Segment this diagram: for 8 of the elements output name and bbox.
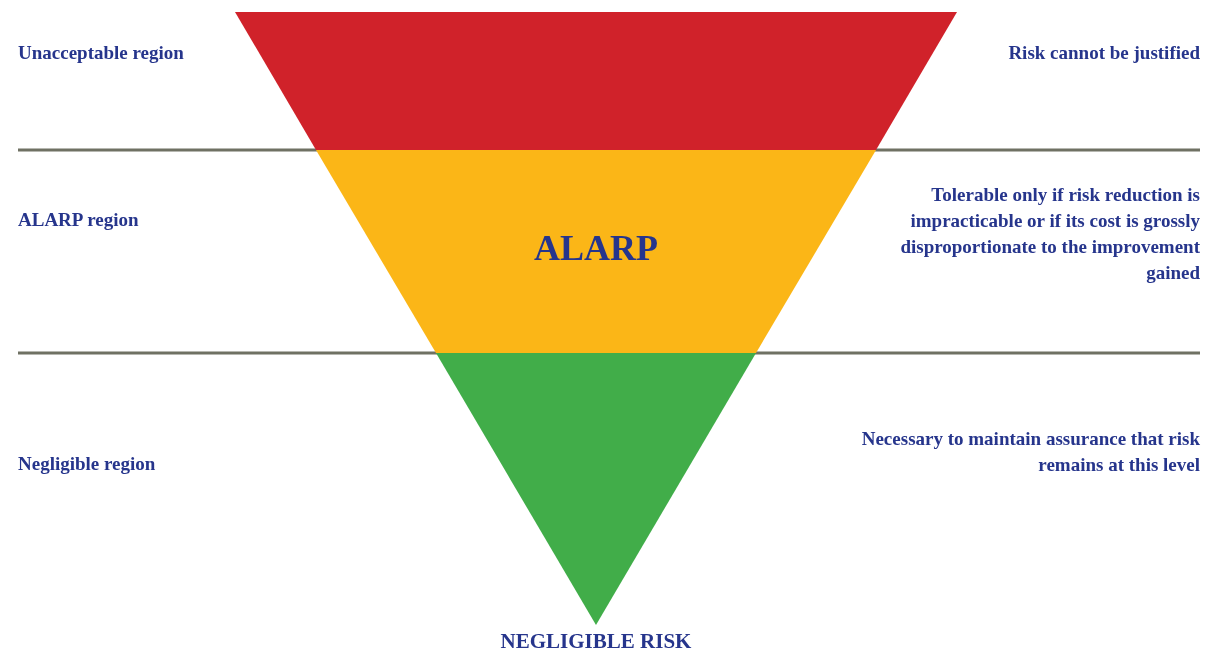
region-name: Unacceptable region	[18, 41, 185, 65]
apex-caption: NEGLIGIBLE RISK	[499, 628, 693, 654]
region-description: Risk cannot be justified	[1007, 41, 1200, 65]
region-description: Tolerable only if risk reduction is impracticable or if its cost is grossly disproportionate to the improvement gained	[899, 183, 1200, 285]
region-label: ALARP	[533, 226, 659, 270]
region-description: Necessary to maintain assurance that risk remains at this level	[860, 427, 1200, 477]
region-name: ALARP region	[18, 208, 140, 232]
region-name: Negligible region	[18, 452, 157, 476]
